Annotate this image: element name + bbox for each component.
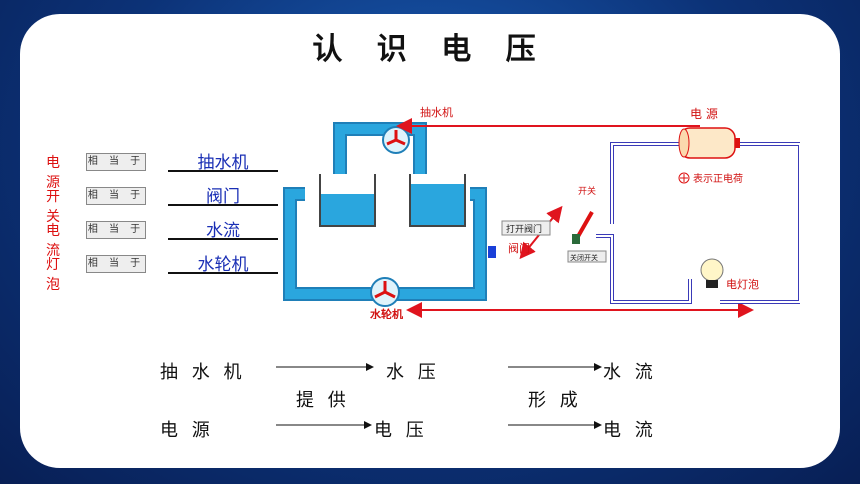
bulb-icon [700, 258, 724, 288]
legend-relation: 相 当 于 [86, 153, 146, 171]
relation-pump: 抽 水 机 [160, 362, 246, 383]
open-valve-label: 打开阀门 [506, 223, 542, 235]
close-switch-box [567, 250, 607, 263]
valve-icon [488, 246, 496, 258]
relation-form: 形 成 [528, 390, 582, 411]
relation-power: 电 源 [160, 420, 214, 441]
switch-label: 开关 [578, 185, 596, 197]
switch-icon [572, 211, 594, 244]
legend-relation: 相 当 于 [86, 255, 146, 273]
electric-wire [596, 142, 800, 304]
legend-key: 开关 [46, 189, 60, 225]
legend-relation: 相 当 于 [86, 187, 146, 205]
underline [168, 170, 278, 172]
turbine-label: 水轮机 [370, 307, 403, 319]
water-circuit-diagram: 抽水机 水轮机 打开阀门 阀门 电 源 表示正电荷 开关 关闭开关 电灯泡 [283, 105, 800, 319]
relation-arrows [276, 363, 602, 429]
power-label: 电 源 [690, 107, 718, 121]
legend-key: 电流 [46, 223, 60, 259]
page-title: 认 识 电 压 [312, 32, 548, 67]
positive-charge-icon [678, 172, 690, 184]
legend-value: 阀门 [206, 187, 240, 207]
relation-water-pressure: 水 压 [386, 362, 440, 383]
legend-value: 水轮机 [197, 255, 249, 275]
bulb-label: 电灯泡 [726, 277, 759, 291]
relation-water-flow: 水 流 [603, 362, 657, 383]
relation-provide: 提 供 [296, 390, 350, 411]
relation-current: 电 流 [603, 420, 657, 441]
positive-charge-label: 表示正电荷 [693, 172, 743, 185]
open-valve-box [501, 220, 551, 236]
relation-voltage: 电 压 [374, 420, 428, 441]
underline [168, 238, 278, 240]
legend-relation: 相 当 于 [86, 221, 146, 239]
close-switch-label: 关闭开关 [570, 253, 598, 262]
legend-key: 灯泡 [46, 257, 60, 293]
legend-value: 抽水机 [197, 153, 249, 173]
water-tank-right [409, 174, 466, 227]
content-card: 认 识 电 压 电源 相 当 于 抽水机 开关 相 当 于 阀门 电流 相 当 … [20, 14, 840, 468]
underline [168, 272, 278, 274]
underline [168, 204, 278, 206]
water-tank-left [319, 174, 376, 227]
battery-icon [678, 127, 740, 159]
valve-label: 阀门 [508, 241, 530, 255]
legend-value: 水流 [206, 221, 240, 241]
turbine-icon [370, 277, 400, 307]
legend-key: 电源 [46, 155, 60, 191]
pump-label: 抽水机 [420, 105, 453, 119]
